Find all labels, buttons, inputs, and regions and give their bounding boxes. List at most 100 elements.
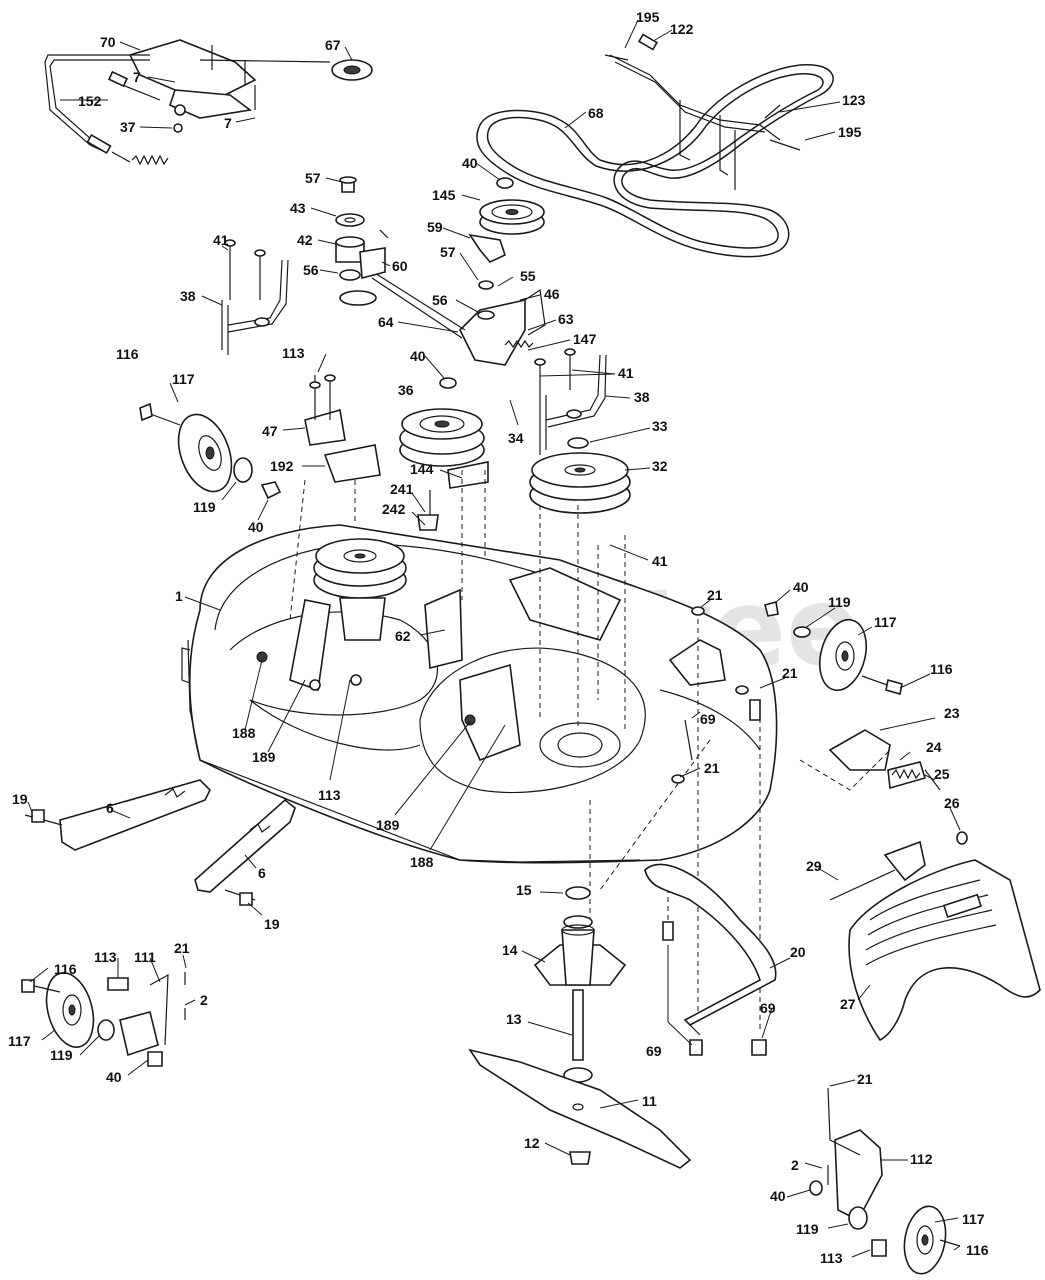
callout-119: 119 [828,594,851,610]
callout-21: 21 [707,587,723,603]
deck-main-pulley [313,538,407,641]
callout-56: 56 [432,292,448,308]
idler-arm-bracket [339,233,546,366]
callout-242: 242 [382,501,406,517]
callout-144: 144 [410,461,434,477]
callout-56: 56 [303,262,319,278]
callout-113: 113 [94,949,117,965]
callout-113: 113 [820,1250,843,1266]
callout-68: 68 [588,105,604,121]
callout-117: 117 [8,1033,31,1049]
clutch-lever-assembly [128,39,373,133]
callout-57: 57 [440,244,456,260]
callout-42: 42 [297,232,313,248]
callout-145: 145 [432,187,456,203]
callout-27: 27 [840,996,856,1012]
callout-117: 117 [962,1211,985,1227]
callout-26: 26 [944,795,960,811]
callout-23: 23 [944,705,960,721]
callout-7: 7 [133,69,141,85]
callout-116: 116 [116,346,139,362]
callout-64: 64 [378,314,394,330]
callout-21: 21 [174,940,190,956]
callout-63: 63 [558,311,574,327]
callout-13: 13 [506,1011,522,1027]
rod-38-right [534,348,607,455]
callout-40: 40 [462,155,478,171]
deck-wheel-right [764,600,903,696]
callout-19: 19 [12,791,28,807]
callout-41: 41 [213,232,229,248]
callout-113: 113 [318,787,341,803]
gauge-wheel-arm-upper [24,779,211,851]
deck-pulley-32 [529,437,631,514]
callout-1: 1 [175,588,183,604]
discharge-chute [848,840,1041,1042]
callout-2: 2 [200,992,208,1008]
callout-116: 116 [930,661,953,677]
callout-12: 12 [524,1135,540,1151]
callout-69: 69 [646,1043,662,1059]
idler-hardware-top [335,176,495,320]
drive-belt [476,64,834,258]
callout-38: 38 [180,288,196,304]
chute-bracket-23 [799,729,968,901]
callout-116: 116 [54,961,77,977]
idler-pulley-145 [479,177,545,235]
callout-40: 40 [410,348,426,364]
callout-41: 41 [618,365,634,381]
rear-baffle-20 [644,863,777,1056]
clutch-rod [604,33,801,190]
callout-62: 62 [395,628,411,644]
callout-241: 241 [390,481,414,497]
callout-21: 21 [782,665,798,681]
callout-119: 119 [50,1047,73,1063]
callout-189: 189 [252,749,276,765]
gauge-wheel-lower-left [21,972,186,1067]
callout-69: 69 [700,711,716,727]
callout-40: 40 [793,579,809,595]
clutch-cable [44,54,169,166]
leader-lines [27,19,961,1258]
gauge-wheel-lower-right [809,1087,961,1275]
callout-40: 40 [248,519,264,535]
callout-188: 188 [410,854,434,870]
callout-67: 67 [325,37,341,53]
callout-7: 7 [224,115,232,131]
callout-40: 40 [106,1069,122,1085]
callout-59: 59 [427,219,443,235]
callout-20: 20 [790,944,806,960]
callout-123: 123 [842,92,866,108]
callout-21: 21 [704,760,720,776]
callout-113: 113 [282,345,305,361]
callout-116: 116 [966,1242,989,1258]
callout-70: 70 [100,34,116,50]
callout-6: 6 [258,865,266,881]
callout-2: 2 [791,1157,799,1173]
callout-57: 57 [305,170,321,186]
callout-111: 111 [134,949,156,965]
callout-195: 195 [636,9,660,25]
callout-147: 147 [573,331,597,347]
callout-122: 122 [670,21,694,37]
callout-34: 34 [508,430,524,446]
callout-46: 46 [544,286,560,302]
callout-37: 37 [120,119,136,135]
deck-wheel-left [139,402,282,500]
callout-21: 21 [857,1071,873,1087]
callout-47: 47 [262,423,278,439]
callout-119: 119 [796,1221,819,1237]
callout-38: 38 [634,389,650,405]
callout-40: 40 [770,1188,786,1204]
gauge-wheel-arm-lower [194,798,296,906]
callout-69: 69 [760,1000,776,1016]
idler-pulley-36 [399,377,489,489]
callout-11: 11 [642,1093,657,1109]
callout-152: 152 [78,93,102,109]
callout-labels: 70 67 7 7 152 37 195 122 68 123 195 40 1… [8,9,989,1266]
callout-117: 117 [172,371,195,387]
callout-41: 41 [652,553,668,569]
callout-195: 195 [838,124,862,140]
callout-19: 19 [264,916,280,932]
callout-29: 29 [806,858,822,874]
